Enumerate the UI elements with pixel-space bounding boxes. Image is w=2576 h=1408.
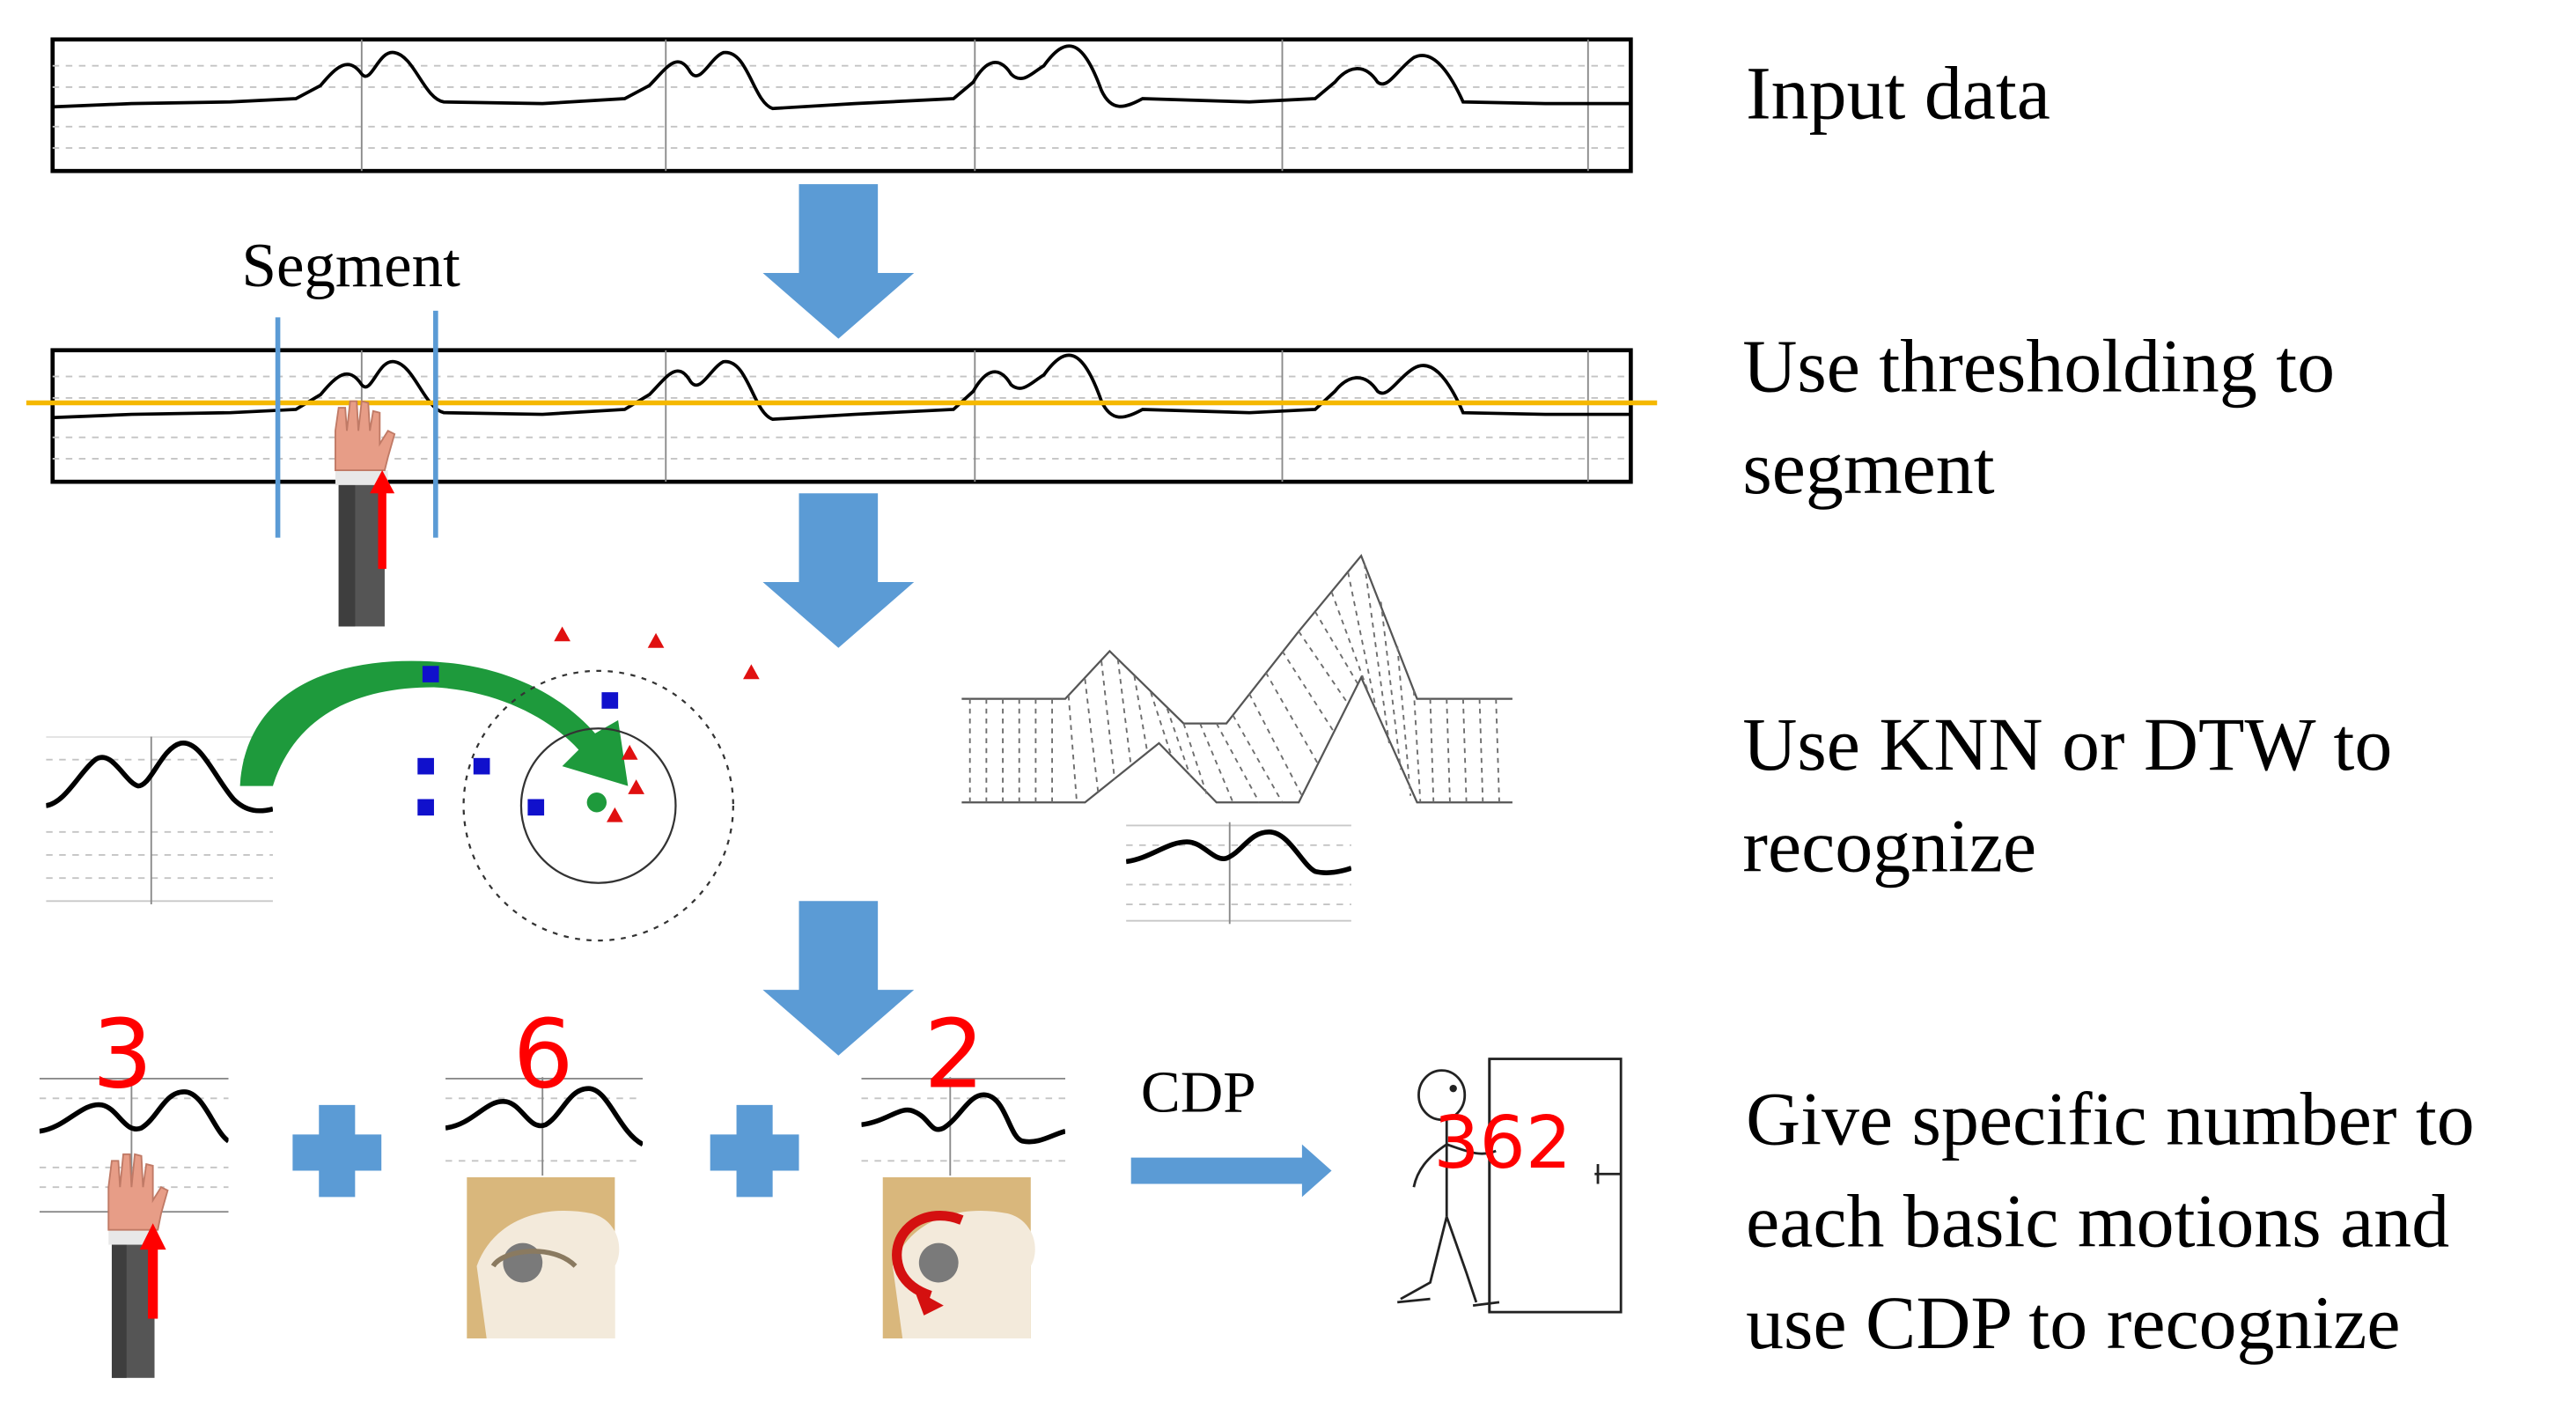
dtw-query-snippet — [1126, 822, 1351, 925]
knn-query-point — [586, 792, 607, 813]
person-opening-door-icon — [1397, 1058, 1623, 1314]
knn-class-squares — [417, 666, 619, 816]
input-signal-strip — [50, 37, 1633, 173]
input-waveform — [52, 44, 1631, 111]
motion-number-3: 3 — [92, 998, 153, 1110]
step-cdp: Give specific number to each basic motio… — [1746, 1077, 2475, 1365]
dtw-upper-series — [961, 553, 1512, 725]
turn-knob-icon — [882, 1176, 1035, 1338]
plus-icon-1 — [292, 1104, 382, 1198]
motion-number-6: 6 — [512, 998, 574, 1110]
dtw-lower-series — [961, 675, 1512, 804]
knn-outer-circle — [462, 669, 734, 942]
knn-input-snippet — [46, 736, 273, 905]
knn-green-arrow — [239, 660, 629, 786]
flow-arrow-1 — [762, 184, 915, 339]
motion-number-2: 2 — [924, 998, 985, 1110]
threshold-signal-strip — [26, 310, 1658, 627]
motion-3-card — [39, 1077, 229, 1378]
threshold-waveform — [52, 353, 1631, 422]
motion-6-card — [445, 1077, 644, 1338]
knn-section — [46, 626, 760, 942]
step-input-data: Input data — [1746, 50, 2050, 136]
plus-icon-2 — [710, 1104, 799, 1198]
dtw-warping-lines — [968, 564, 1500, 803]
raise-hand-icon — [107, 1153, 169, 1378]
cdp-label: CDP — [1140, 1058, 1256, 1125]
dtw-section — [961, 553, 1512, 925]
raise-hand-icon — [334, 400, 396, 627]
grip-knob-icon — [467, 1176, 620, 1338]
knn-class-triangles — [554, 626, 760, 822]
flow-arrow-2 — [762, 493, 915, 648]
step-knn-dtw: Use KNN or DTW to recognize — [1742, 702, 2393, 888]
motion-2-card — [861, 1077, 1066, 1338]
cdp-arrow — [1130, 1144, 1332, 1198]
knn-inner-circle — [519, 727, 677, 884]
segment-label: Segment — [241, 232, 460, 301]
flow-arrow-3 — [762, 901, 915, 1056]
combined-number: 362 — [1433, 1102, 1572, 1186]
step-thresholding: Use thresholding to segment — [1742, 323, 2336, 510]
